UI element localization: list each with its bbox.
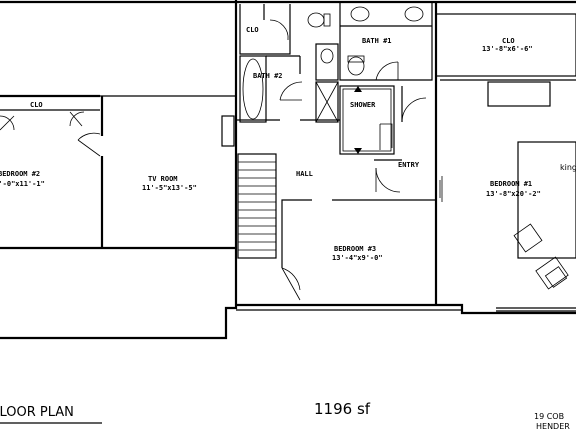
plan-footer: FLOOR PLAN 1196 sf 19 COB HENDER [0,400,570,431]
area-label: 1196 sf [314,400,371,418]
clo-left-label: CLO [30,101,43,109]
shower-label: SHOWER [350,101,376,109]
clo-top-right-label: CLO [502,37,515,45]
left-rooms [0,95,236,248]
room-labels: CLO BATH #2 BATH #1 CLO 13'-8"x6'-6" CLO… [0,26,576,262]
bath-area [239,2,433,155]
bedroom3-dims: 13'-4"x9'-0" [332,254,383,262]
address-line-2: HENDER [536,422,570,431]
bedroom1-dims: 13'-8"x20'-2" [486,190,541,198]
exterior-walls [0,0,576,340]
bedroom1-label: BEDROOM #1 [490,180,532,188]
hall-label: HALL [296,170,313,178]
bedroom3-label: BEDROOM #3 [334,245,376,253]
clo-top-left-label: CLO [246,26,259,34]
tv-room-dims: 11'-5"x13'-5" [142,184,197,192]
plan-title: FLOOR PLAN [0,405,74,420]
entry-label: ENTRY [398,161,420,169]
bedroom2-dims: 11'-0"x11'-1" [0,180,45,188]
bath2-label: BATH #2 [253,72,283,80]
bedroom2-label: BEDROOM #2 [0,170,40,178]
clo-top-right-dims: 13'-8"x6'-6" [482,45,533,53]
king-bed-label: king [560,163,576,172]
bedroom1-area [431,2,576,312]
address-line-1: 19 COB [534,412,564,421]
hall-area [236,86,427,259]
tv-room-label: TV ROOM [148,175,178,183]
bath1-label: BATH #1 [362,37,392,45]
